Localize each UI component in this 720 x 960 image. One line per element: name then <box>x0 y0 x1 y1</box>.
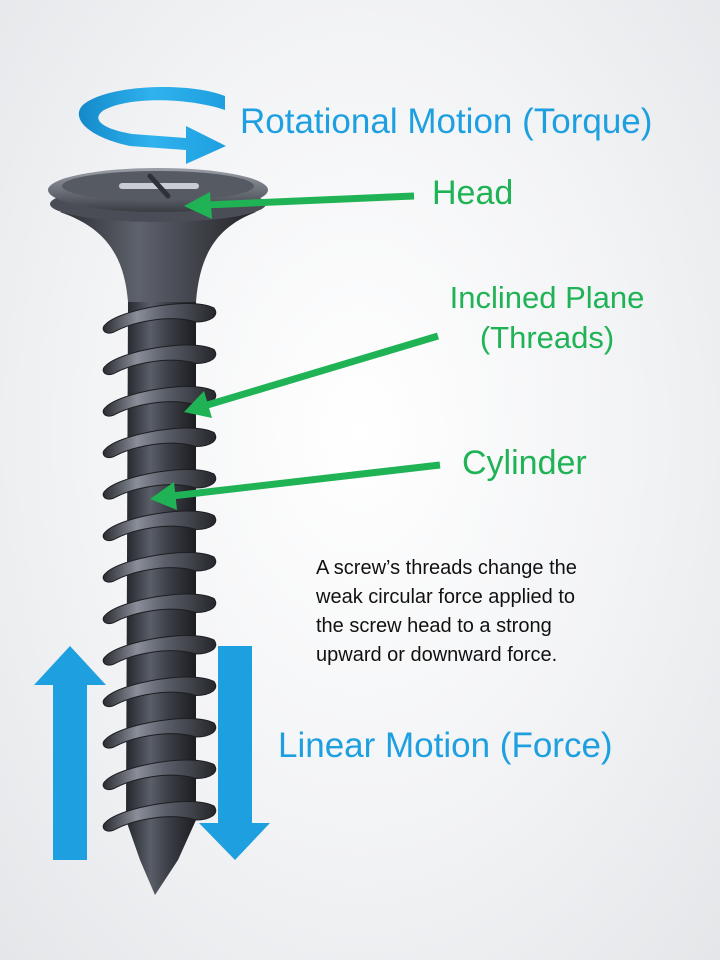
description-line: A screw’s threads change the <box>316 557 577 579</box>
inclined-plane-label-line2: (Threads) <box>479 320 615 355</box>
description-line: weak circular force applied to <box>316 586 576 608</box>
inclined-plane-label-line1: Inclined Plane <box>449 280 645 315</box>
thread-ridge <box>102 593 217 624</box>
cylinder-pointer-arrow-icon <box>150 461 441 510</box>
rotation-arrow-icon <box>78 86 226 164</box>
thread-ridge <box>102 759 217 790</box>
thread-ridge <box>102 634 217 666</box>
rotational-motion-label: Rotational Motion (Torque) <box>240 102 653 141</box>
down-arrow-icon <box>199 646 270 860</box>
head-pointer-arrow-icon <box>184 192 415 219</box>
up-arrow-icon <box>34 646 106 860</box>
thread-ridge <box>102 676 217 707</box>
thread-ridge <box>102 717 217 749</box>
threads-pointer-arrow-icon <box>184 332 440 418</box>
description-line: upward or downward force. <box>316 644 558 666</box>
thread-ridge <box>102 551 217 583</box>
thread-ridge <box>102 800 217 832</box>
screw-threads <box>102 302 217 832</box>
cylinder-label: Cylinder <box>462 444 587 482</box>
description-text: A screw’s threads change the weak circul… <box>316 554 656 670</box>
thread-ridge <box>102 302 217 334</box>
screw-illustration <box>48 168 268 895</box>
inclined-plane-label: Inclined Plane (Threads) <box>430 278 664 358</box>
thread-ridge <box>102 427 217 458</box>
description-line: the screw head to a strong <box>316 615 552 637</box>
linear-motion-label: Linear Motion (Force) <box>278 726 613 765</box>
thread-ridge <box>102 344 217 375</box>
thread-ridge <box>102 510 217 541</box>
thread-ridge <box>102 468 217 500</box>
head-label: Head <box>432 174 514 212</box>
